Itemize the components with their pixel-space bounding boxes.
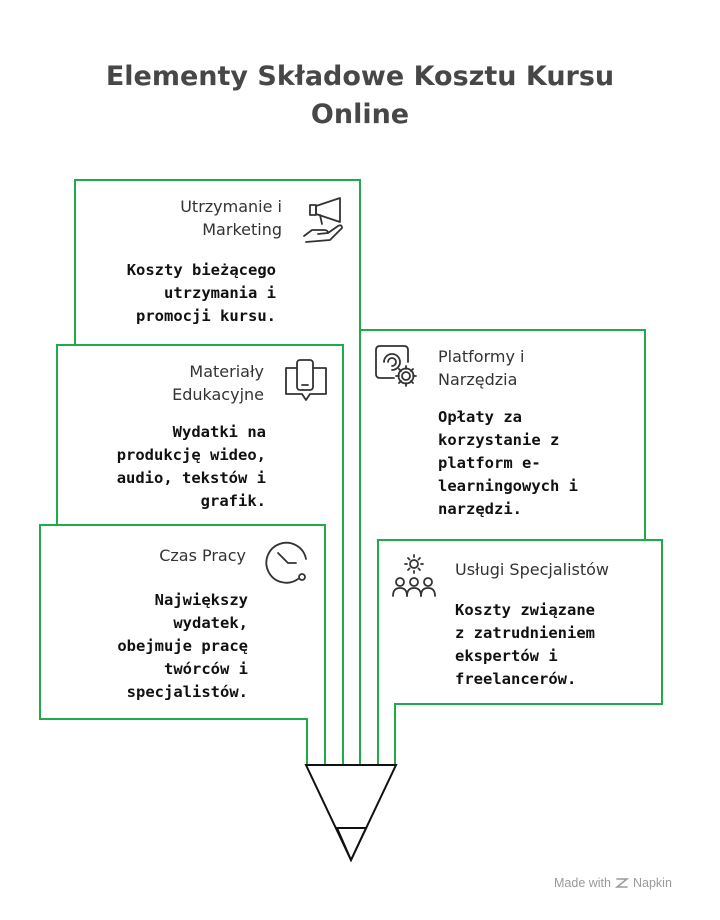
card-title-work-time-line-1: Czas Pracy: [159, 546, 246, 565]
card-title-specialists-line-1: Usługi Specjalistów: [455, 560, 609, 579]
napkin-brand-label: Napkin: [632, 876, 672, 890]
card-desc-specialists-line-3: ekspertów i: [455, 647, 558, 665]
card-desc-platforms: Opłaty za korzystanie z platform e- lear…: [438, 406, 638, 521]
card-title-materials-line-1: Materiały: [189, 362, 264, 381]
card-desc-work-time-line-4: twórców i: [164, 660, 248, 678]
page-title: Elementy Składowe Kosztu Kursu Online: [0, 58, 720, 134]
page-title-line-1: Elementy Składowe Kosztu Kursu: [105, 61, 615, 92]
card-desc-specialists-line-4: freelancerów.: [455, 670, 577, 688]
card-desc-materials-line-2: produkcję wideo,: [116, 446, 266, 464]
card-desc-work-time-line-5: specjalistów.: [126, 683, 248, 701]
card-desc-specialists-line-2: z zatrudnieniem: [455, 624, 595, 642]
card-desc-platforms-line-2: korzystanie z: [438, 431, 560, 449]
card-desc-materials: Wydatki na produkcję wideo, audio, tekst…: [60, 421, 266, 513]
card-desc-platforms-line-4: learningowych i: [438, 477, 578, 495]
team-gear-icon: [392, 554, 436, 597]
card-desc-maintenance: Koszty bieżącego utrzymania i promocji k…: [80, 259, 276, 328]
card-desc-materials-line-1: Wydatki na: [172, 423, 266, 441]
card-desc-work-time: Największy wydatek, obejmuje pracę twórc…: [60, 589, 248, 704]
book-phone-icon: [285, 359, 327, 401]
card-desc-work-time-line-2: wydatek,: [173, 614, 248, 632]
card-desc-platforms-line-1: Opłaty za: [438, 408, 522, 426]
card-desc-specialists-line-1: Koszty związane: [455, 601, 595, 619]
card-desc-maintenance-line-1: Koszty bieżącego: [126, 261, 276, 279]
card-outline-platforms: [360, 329, 646, 540]
card-outline-specialists: [377, 539, 663, 765]
card-desc-materials-line-3: audio, tekstów i: [116, 469, 266, 487]
card-title-platforms-line-2: Narzędzia: [438, 370, 518, 389]
card-title-platforms: Platformy i Narzędzia: [438, 345, 628, 391]
made-with-napkin-footer[interactable]: Made with Napkin: [554, 876, 672, 890]
card-desc-maintenance-line-3: promocji kursu.: [136, 307, 276, 325]
card-outline-maintenance: [74, 179, 361, 765]
page-title-line-2: Online: [310, 99, 410, 130]
card-desc-maintenance-line-2: utrzymania i: [164, 284, 276, 302]
card-desc-platforms-line-3: platform e-: [438, 454, 541, 472]
pencil-tip: [304, 764, 398, 863]
megaphone-hand-icon: [303, 197, 343, 243]
card-title-platforms-line-1: Platformy i: [438, 347, 525, 366]
card-title-maintenance-line-1: Utrzymanie i: [180, 197, 282, 216]
card-title-specialists: Usługi Specjalistów: [455, 558, 655, 581]
card-title-materials: Materiały Edukacyjne: [80, 360, 264, 406]
card-desc-specialists: Koszty związane z zatrudnieniem ekspertó…: [455, 599, 655, 691]
card-title-materials-line-2: Edukacyjne: [172, 385, 264, 404]
card-desc-platforms-line-5: narzędzi.: [438, 500, 522, 518]
card-title-maintenance-line-2: Marketing: [202, 220, 282, 239]
card-title-maintenance: Utrzymanie i Marketing: [100, 195, 282, 241]
card-desc-work-time-line-3: obejmuje pracę: [117, 637, 248, 655]
settings-screen-icon: [375, 345, 417, 387]
card-outline-materials: [56, 344, 344, 765]
napkin-logo-icon: [614, 878, 629, 888]
made-with-label: Made with: [554, 876, 611, 890]
pencil-lead: [335, 827, 368, 863]
clock-icon: [265, 541, 307, 584]
card-title-work-time: Czas Pracy: [60, 544, 246, 567]
card-desc-work-time-line-1: Największy: [154, 591, 248, 609]
card-desc-materials-line-4: grafik.: [200, 492, 266, 510]
card-outline-work-time: [39, 524, 326, 765]
